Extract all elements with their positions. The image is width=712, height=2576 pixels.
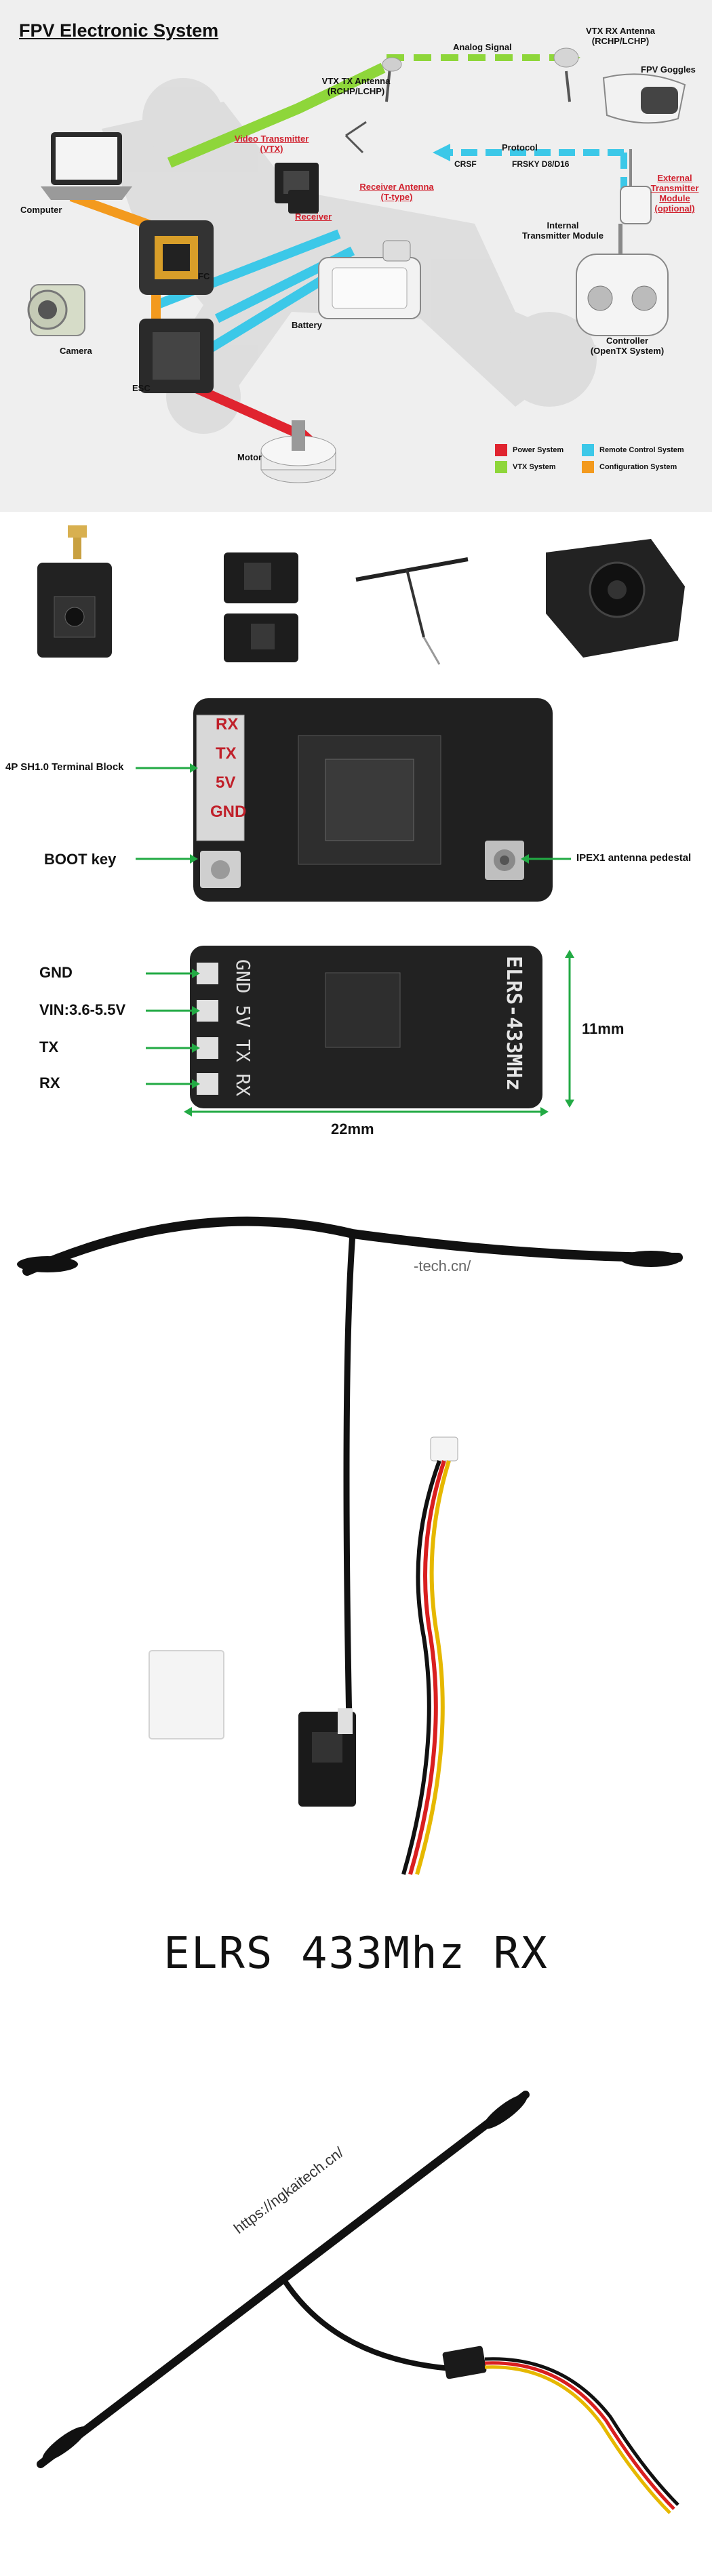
dimensions-section: GND 5V TX RX ELRS-433MHz GND VIN:3.6-5.5… — [0, 919, 712, 1169]
terminal-block-label: 4P SH1.0 Terminal Block — [5, 761, 124, 773]
pinout-section: RX TX 5V GND 4P SH1.0 Terminal Block BOO… — [0, 681, 712, 919]
battery-label: Battery — [292, 320, 322, 330]
vtx-line — [167, 62, 386, 168]
pinout-board-graphics — [136, 698, 571, 902]
photo1-graphics — [17, 1216, 683, 1875]
photo1-watermark: -tech.cn/ — [414, 1257, 471, 1274]
internal-module-label: Internal Transmitter Module — [522, 220, 604, 241]
legend-power-swatch — [495, 444, 507, 456]
legend-power: Power System — [495, 444, 563, 456]
t-antenna-image — [355, 557, 469, 665]
system-diagram-graphics — [27, 47, 686, 483]
esc-label: ESC — [132, 383, 151, 393]
photo2-graphics — [37, 2091, 679, 2514]
board-model-text: ELRS-433MHz — [502, 956, 526, 1091]
antenna-element — [22, 1216, 683, 1276]
video-transmitter-label: Video Transmitter (VTX) — [234, 134, 309, 154]
crsf-label: CRSF — [454, 159, 477, 169]
product-title: ELRS 433Mhz RX — [163, 1929, 549, 1979]
antenna-pedestal-label: IPEX1 antenna pedestal — [576, 852, 692, 864]
computer-illustration — [41, 132, 132, 200]
dims-board-graphics — [146, 946, 574, 1116]
computer-label: Computer — [20, 205, 62, 215]
goggles-illustration — [602, 73, 686, 124]
width-label: 22mm — [331, 1121, 374, 1138]
battery-illustration — [318, 240, 421, 319]
antenna-cable — [343, 1233, 356, 1726]
usb-config-line — [69, 192, 158, 232]
antenna-element — [37, 2091, 530, 2468]
external-module-label: External Transmitter Module (optional) — [650, 173, 699, 214]
motor-label: Motor — [237, 452, 262, 462]
fpv-goggles-label: FPV Goggles — [641, 64, 696, 75]
dim-pin-gnd: GND — [39, 964, 73, 981]
esc-illustration — [139, 319, 214, 393]
antenna-cable — [282, 2279, 462, 2372]
receiver-illustration — [288, 190, 319, 214]
legend-rc: Remote Control System — [582, 444, 684, 456]
frsky-label: FRSKY D8/D16 — [512, 159, 570, 169]
dim-pin-rx: RX — [39, 1074, 60, 1091]
pin-tx: TX — [216, 744, 237, 763]
pin-rx: RX — [216, 715, 239, 733]
camera-illustration — [27, 284, 85, 336]
fc-label: FC — [198, 271, 210, 281]
receiver-antenna-label: Receiver Antenna (T-type) — [359, 182, 434, 202]
analog-signal-label: Analog Signal — [453, 42, 512, 52]
legend-vtx-swatch — [495, 461, 507, 473]
fc-illustration — [139, 220, 214, 295]
pin-gnd: GND — [210, 803, 247, 821]
dim-pin-tx: TX — [39, 1039, 59, 1055]
product-photo-2: https://ngkaitech.cn/ — [0, 2037, 712, 2576]
rx-with-mount-image — [37, 525, 112, 658]
dim-pin-vin: VIN:3.6-5.5V — [39, 1001, 126, 1018]
fpv-system-diagram: FPV Electronic System — [0, 0, 712, 512]
controller-illustration — [576, 224, 669, 336]
system-title: FPV Electronic System — [19, 20, 219, 41]
legend-config: Configuration System — [582, 461, 677, 473]
camera-label: Camera — [60, 346, 92, 356]
vtx-tx-antenna-label: VTX TX Antenna (RCHP/LCHP) — [321, 76, 391, 96]
motor-illustration — [260, 420, 336, 483]
pin-5v: 5V — [216, 773, 236, 792]
boot-key-label: BOOT key — [44, 851, 117, 868]
receiver-label: Receiver — [295, 212, 332, 222]
connector — [430, 1436, 458, 1462]
external-module-illustration — [620, 186, 652, 224]
controller-label: Controller (OpenTX System) — [590, 336, 665, 356]
legend-rc-swatch — [582, 444, 594, 456]
legend-vtx: VTX System — [495, 461, 556, 473]
components-graphics — [37, 525, 685, 665]
vtx-rx-antenna-label: VTX RX Antenna (RCHP/LCHP) — [585, 26, 656, 46]
legend-config-swatch — [582, 461, 594, 473]
height-label: 11mm — [582, 1020, 625, 1037]
receiver-board — [442, 2346, 487, 2379]
components-row — [0, 512, 712, 681]
tx-module-case-image — [546, 539, 685, 658]
product-photo-1: -tech.cn/ — [0, 1169, 712, 1901]
protocol-label: Protocol — [502, 142, 538, 153]
heat-shrink — [149, 1650, 224, 1739]
board-pin-text: GND 5V TX RX — [232, 959, 254, 1097]
product-title-section: ELRS 433Mhz RX — [0, 1901, 712, 2037]
